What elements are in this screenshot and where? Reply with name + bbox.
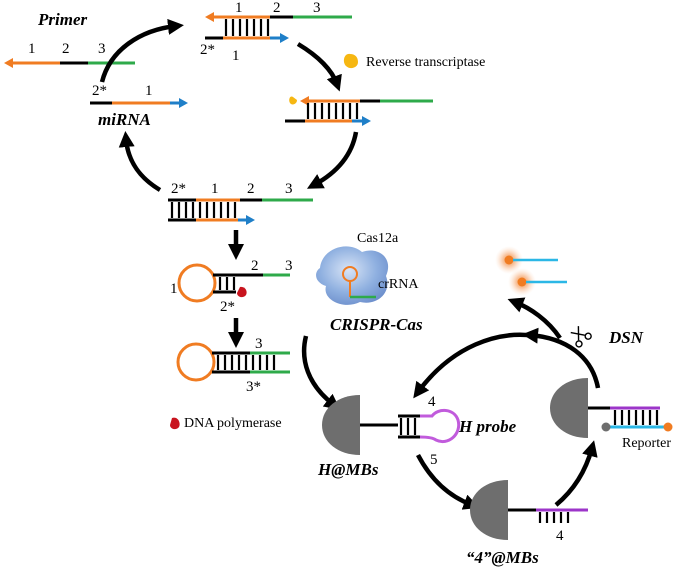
mirna-strand (90, 98, 188, 108)
hairpin-extended (176, 342, 290, 382)
dna-polymerase-icon (237, 286, 247, 298)
crispr-cas-label: CRISPR-Cas (330, 315, 423, 334)
reporter-complex (550, 378, 673, 438)
magnetic-bead-icon-3 (550, 378, 588, 438)
hairpin1-seg-1: 1 (170, 281, 178, 297)
cycle-arrow-primer (99, 18, 184, 83)
primer-seg-2: 2 (62, 41, 70, 57)
dna-polymerase-legend-icon (170, 417, 180, 430)
four-mbs-label: “4”@MBs (466, 548, 539, 567)
mirna-seg-2star: 2* (92, 83, 107, 99)
cas12a-complex-icon (316, 246, 389, 305)
ext-seg-2: 2 (247, 181, 255, 197)
top-seg-3: 3 (313, 0, 321, 16)
mirna-label: miRNA (98, 110, 151, 129)
magnetic-bead-icon (322, 395, 360, 455)
arrow-crispr-to-hmbs (301, 335, 341, 410)
cycle-arrow-release (118, 131, 162, 192)
arrow-hmbs-to-4mbs (416, 453, 480, 510)
top-seg-1-lower: 1 (232, 48, 240, 64)
primer-label: Primer (37, 10, 87, 29)
primer-strand (4, 58, 135, 68)
mirna-seg-1: 1 (145, 83, 153, 99)
4mbs-seg-4: 4 (556, 528, 564, 544)
arrow-to-fluorescence (507, 297, 562, 340)
scissors-icon (570, 326, 592, 348)
h-probe-label: H probe (458, 417, 517, 436)
crrna-label: crRNA (378, 277, 419, 292)
top-seg-2star: 2* (200, 42, 215, 58)
magnetic-bead-icon-2 (470, 480, 508, 540)
hairpin2-seg-3star: 3* (246, 379, 261, 395)
hmbs-seg-4: 4 (428, 394, 436, 410)
fluorophore-icon (495, 246, 567, 296)
top-duplex (205, 12, 352, 43)
hmbs-seg-5: 5 (430, 452, 438, 468)
hairpin2-seg-3: 3 (255, 336, 263, 352)
extended-duplex (168, 198, 313, 225)
arrow-reporter-to-cleaved (522, 327, 601, 389)
reporter-label: Reporter (622, 436, 671, 451)
arrow-dsn-recycle (413, 332, 537, 399)
top-seg-2: 2 (273, 0, 281, 16)
rt-duplex (285, 96, 433, 126)
hairpin-primer (177, 263, 290, 303)
h-mbs-label: H@MBs (317, 460, 379, 479)
dna-polymerase-label: DNA polymerase (184, 416, 282, 431)
ext-seg-3: 3 (285, 181, 293, 197)
primer-seg-3: 3 (98, 41, 106, 57)
dsn-label: DSN (608, 328, 644, 347)
cycle-arrow-rt (296, 42, 342, 92)
cycle-arrow-extension (306, 131, 359, 189)
four-mbs (470, 480, 588, 540)
reverse-transcriptase-label: Reverse transcriptase (366, 55, 485, 70)
cas12a-label: Cas12a (357, 231, 399, 246)
arrow-4mbs-to-reporter (554, 440, 598, 507)
hairpin1-seg-2star: 2* (220, 299, 235, 315)
primer-seg-1: 1 (28, 41, 36, 57)
ext-seg-2star: 2* (171, 181, 186, 197)
ext-seg-1: 1 (211, 181, 219, 197)
hairpin1-seg-3: 3 (285, 258, 293, 274)
h-mbs (322, 395, 461, 455)
reverse-transcriptase-icon (343, 53, 358, 69)
top-seg-1: 1 (235, 0, 243, 16)
hairpin1-seg-2: 2 (251, 258, 259, 274)
